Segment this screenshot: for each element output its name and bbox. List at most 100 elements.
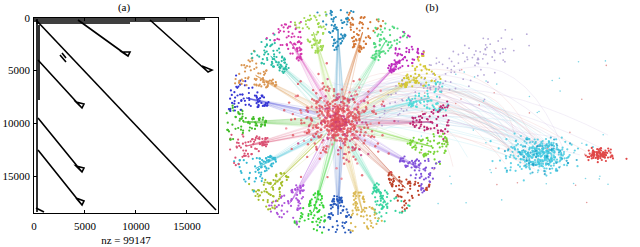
- graph-vertex: [275, 56, 277, 58]
- graph-vertex: [353, 192, 355, 194]
- graph-vertex: [408, 104, 410, 106]
- graph-vertex: [270, 211, 272, 213]
- graph-vertex: [402, 58, 404, 60]
- graph-vertex: [286, 63, 288, 65]
- graph-vertex: [419, 119, 421, 121]
- graph-vertex: [369, 220, 371, 222]
- graph-vertex: [377, 220, 379, 222]
- graph-vertex: [309, 202, 311, 204]
- graph-vertex: [404, 56, 406, 58]
- graph-vertex: [411, 117, 413, 119]
- graph-edge: [352, 94, 529, 161]
- graph-vertex: [427, 119, 429, 121]
- graph-vertex: [318, 211, 320, 213]
- graph-vertex: [426, 189, 428, 191]
- graph-vertex: [373, 184, 375, 186]
- graph-vertex: [407, 162, 409, 164]
- graph-vertex: [273, 65, 275, 67]
- graph-edge: [291, 138, 330, 202]
- graph-vertex: [291, 189, 293, 191]
- graph-vertex: [291, 191, 293, 193]
- graph-vertex: [404, 86, 406, 88]
- graph-vertex: [362, 216, 364, 218]
- graph-vertex: [340, 9, 342, 11]
- graph-vertex: [234, 157, 236, 159]
- graph-vertex: [251, 117, 253, 119]
- graph-vertex: [265, 206, 267, 208]
- graph-vertex: [297, 41, 299, 43]
- graph-vertex: [396, 43, 398, 45]
- graph-vertex: [254, 165, 256, 167]
- graph-vertex: [328, 213, 330, 215]
- graph-vertex: [437, 130, 439, 132]
- graph-vertex: [229, 98, 231, 100]
- graph-vertex: [269, 194, 271, 196]
- graph-vertex: [274, 158, 276, 160]
- graph-vertex: [356, 28, 358, 30]
- graph-vertex: [275, 81, 277, 83]
- graph-vertex: [317, 193, 319, 195]
- graph-edge: [347, 135, 405, 188]
- graph-vertex: [425, 82, 427, 84]
- graph-vertex: [412, 48, 414, 50]
- graph-vertex: [402, 185, 404, 187]
- graph-vertex: [394, 210, 396, 212]
- graph-vertex: [254, 195, 256, 197]
- graph-vertex: [289, 41, 291, 43]
- graph-vertex: [272, 179, 274, 181]
- graph-vertex: [294, 189, 296, 191]
- graph-vertex: [273, 195, 275, 197]
- graph-vertex: [254, 121, 256, 123]
- graph-vertex: [441, 145, 443, 147]
- graph-vertex: [232, 138, 234, 140]
- graph-vertex: [425, 187, 427, 189]
- graph-vertex: [252, 158, 254, 160]
- graph-edge: [346, 56, 405, 111]
- graph-vertex: [259, 142, 261, 144]
- graph-vertex: [427, 139, 429, 141]
- graph-vertex: [230, 134, 232, 136]
- graph-vertex: [383, 50, 385, 52]
- graph-vertex: [365, 43, 367, 45]
- graph-vertex: [412, 117, 414, 119]
- graph-vertex: [418, 92, 420, 94]
- graph-edge: [345, 91, 505, 163]
- graph-vertex: [386, 207, 388, 209]
- graph-vertex: [392, 70, 394, 72]
- graph-vertex: [366, 214, 368, 216]
- graph-vertex: [255, 177, 257, 179]
- graph-vertex: [410, 75, 412, 77]
- graph-vertex: [290, 21, 292, 23]
- graph-vertex: [248, 87, 250, 89]
- graph-vertex: [430, 145, 432, 147]
- graph-vertex: [331, 24, 333, 26]
- graph-vertex: [390, 171, 392, 173]
- graph-vertex: [251, 127, 253, 129]
- graph-vertex: [438, 142, 440, 144]
- graph-vertex: [391, 63, 393, 65]
- graph-vertex: [253, 191, 255, 193]
- graph-vertex: [403, 77, 405, 79]
- graph-edge: [335, 87, 521, 163]
- graph-vertex: [363, 201, 365, 203]
- graph-vertex: [419, 152, 421, 154]
- graph-vertex: [259, 84, 261, 86]
- graph-vertex: [241, 94, 243, 96]
- graph-vertex: [234, 82, 236, 84]
- graph-vertex: [255, 63, 257, 65]
- graph-edge: [347, 136, 363, 212]
- graph-vertex: [258, 168, 260, 170]
- graph-vertex: [332, 206, 334, 208]
- graph-vertex: [307, 218, 309, 220]
- graph-vertex: [272, 187, 274, 189]
- graph-vertex: [406, 59, 408, 61]
- graph-vertex: [388, 178, 390, 180]
- graph-vertex: [418, 163, 420, 165]
- graph-vertex: [419, 177, 421, 179]
- graph-vertex: [447, 104, 449, 106]
- graph-vertex: [263, 63, 265, 65]
- graph-vertex: [242, 130, 244, 132]
- graph-vertex: [423, 155, 425, 157]
- graph-vertex: [298, 40, 300, 42]
- graph-vertex: [264, 52, 266, 54]
